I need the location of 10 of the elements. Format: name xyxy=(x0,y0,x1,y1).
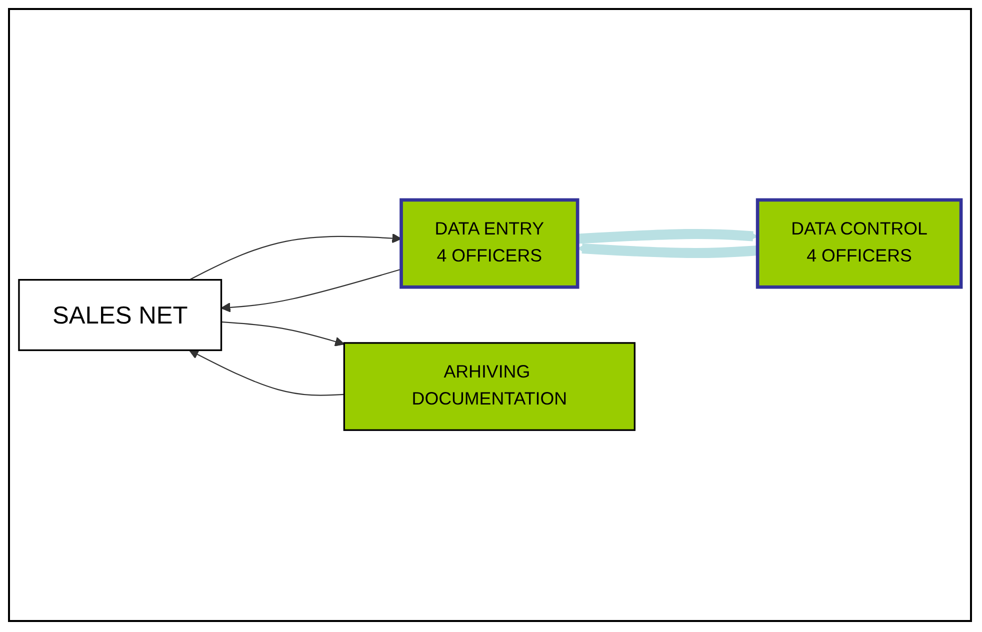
node-box: DATA ENTRY 4 OFFICERS xyxy=(400,198,580,289)
node-box: SALES NET xyxy=(18,278,222,352)
arrow xyxy=(188,350,344,396)
node-box: ARHIVING DOCUMENTATION xyxy=(343,342,636,431)
arrow xyxy=(221,321,345,346)
arrow xyxy=(220,268,402,312)
node-box: DATA CONTROL 4 OFFICERS xyxy=(756,198,963,289)
arrow xyxy=(577,228,758,244)
arrow xyxy=(577,243,758,258)
arrow xyxy=(189,233,402,280)
